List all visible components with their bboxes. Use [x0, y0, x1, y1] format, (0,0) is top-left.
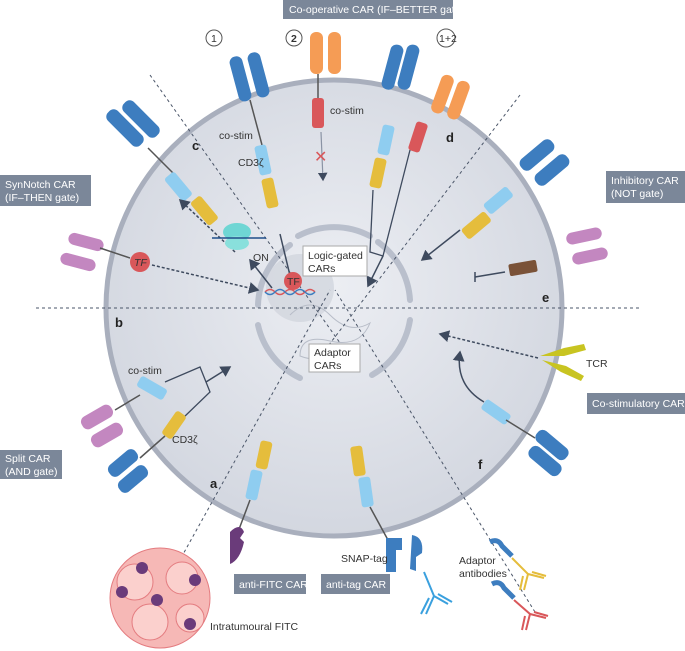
inhibited-x-icon: ✕ [314, 147, 327, 166]
panel-letter-d: d [446, 130, 454, 145]
box-inhibitory-car: Inhibitory CAR (NOT gate) [606, 171, 685, 203]
split-car-receptors [80, 366, 232, 493]
car-1-receptor [229, 52, 297, 290]
tumour-cluster [109, 547, 211, 649]
tag-antibody-icon [420, 571, 453, 615]
svg-text:1: 1 [211, 33, 217, 45]
dna-icon [264, 288, 316, 296]
nucleus [255, 224, 413, 381]
box-adaptor-cars: Adaptor CARs [308, 343, 361, 373]
box-split-car: Split CAR (AND gate) [0, 450, 62, 479]
adaptor-antibodies-label-2: antibodies [459, 568, 507, 580]
intratumoural-fitc-label: Intratumoural FITC [210, 621, 299, 633]
cd3z-label-1: CD3ζ [238, 157, 264, 169]
car-1-plus-2-receptors [366, 44, 470, 288]
panel-letter-e: e [542, 290, 549, 305]
svg-text:CARs: CARs [314, 360, 341, 372]
svg-text:CARs: CARs [308, 263, 335, 275]
svg-text:(AND gate): (AND gate) [5, 466, 58, 478]
box-logic-gated-cars: Logic-gated CARs [302, 245, 368, 277]
anti-fitc-car [230, 440, 273, 564]
snap-tag-label: SNAP-tag [341, 553, 388, 565]
box-anti-fitc-car: anti-FITC CAR [234, 574, 308, 594]
adaptor-antibodies [488, 538, 549, 631]
cell-body [103, 77, 565, 539]
on-label: ON [253, 252, 269, 264]
panel-letter-a: a [210, 476, 218, 491]
tf-label: TF [134, 257, 147, 269]
cd3z-label-split: CD3ζ [172, 434, 198, 446]
panel-letter-b: b [115, 315, 123, 330]
adaptor-antibodies-label-1: Adaptor [459, 555, 496, 567]
svg-text:anti-tag CAR: anti-tag CAR [326, 579, 387, 591]
svg-text:Co-operative CAR (IF–BETTER ga: Co-operative CAR (IF–BETTER gate) [289, 4, 464, 16]
box-cooperative-car: Co-operative CAR (IF–BETTER gate) [283, 0, 464, 19]
svg-text:anti-FITC CAR: anti-FITC CAR [239, 579, 308, 591]
svg-text:Adaptor: Adaptor [314, 347, 351, 359]
svg-text:(NOT gate): (NOT gate) [611, 188, 663, 200]
costim-label-1: co-stim [219, 130, 253, 142]
tf-icon [130, 252, 150, 272]
tf-label-nucleus: TF [287, 276, 300, 288]
costim-label-split: co-stim [128, 365, 162, 377]
panel-letters: a b c d e f [115, 130, 549, 491]
tcr-label: TCR [586, 358, 608, 370]
anti-tag-car [350, 445, 453, 615]
box-costimulatory-car: Co-stimulatory CAR [587, 393, 685, 414]
inhibitory-receptor [420, 139, 608, 282]
car-2-receptor: ✕ [310, 32, 341, 182]
svg-text:Co-stimulatory CAR: Co-stimulatory CAR [592, 398, 685, 410]
costimulatory-receptor [438, 330, 586, 477]
circled-numbers: 1 2 1+2 [205, 28, 457, 48]
box-anti-tag-car: anti-tag CAR [321, 574, 390, 594]
costim-label-2: co-stim [330, 105, 364, 117]
box-synnotch-car: SynNotch CAR (IF–THEN gate) [0, 175, 91, 206]
chromatin [289, 304, 372, 360]
svg-text:Inhibitory CAR: Inhibitory CAR [611, 175, 679, 187]
svg-text:1+2: 1+2 [439, 33, 457, 45]
panel-letter-f: f [478, 457, 483, 472]
svg-text:Split CAR: Split CAR [5, 453, 51, 465]
svg-text:SynNotch CAR: SynNotch CAR [5, 179, 76, 191]
svg-text:2: 2 [291, 33, 297, 45]
synnotch-receptor: TF TF [60, 100, 316, 296]
ribosome-icon [223, 223, 251, 241]
svg-text:Logic-gated: Logic-gated [308, 250, 363, 262]
fitc-molecules [116, 562, 201, 630]
panel-letter-c: c [192, 138, 199, 153]
tcr-icon [540, 344, 586, 381]
svg-text:(IF–THEN gate): (IF–THEN gate) [5, 192, 79, 204]
